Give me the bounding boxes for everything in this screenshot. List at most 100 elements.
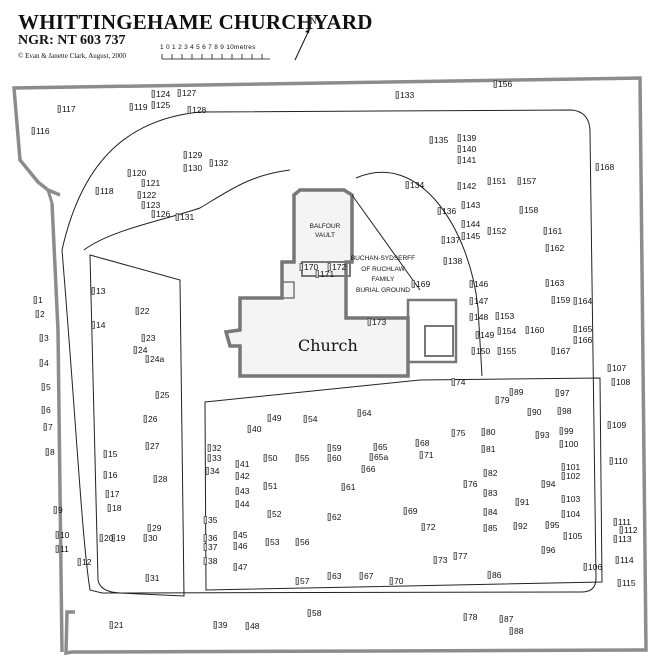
- gravestone-icon: [233, 531, 237, 539]
- gravestone-icon: [617, 579, 621, 587]
- gravestone-icon: [357, 409, 361, 417]
- plot-label-79: 79: [500, 395, 510, 405]
- gravestone-icon: [561, 472, 565, 480]
- plot-label-133: 133: [400, 90, 414, 100]
- gravestone-icon: [487, 177, 491, 185]
- gravestone-icon: [557, 407, 561, 415]
- plot-label-58: 58: [312, 608, 322, 618]
- gravestone-icon: [143, 534, 147, 542]
- gravestone-icon: [525, 326, 529, 334]
- gravestone-icon: [307, 609, 311, 617]
- plot-label-21: 21: [114, 620, 124, 630]
- gravestone-icon: [35, 310, 39, 318]
- gravestone-icon: [103, 450, 107, 458]
- gravestone-icon: [245, 622, 249, 630]
- plot-label-31: 31: [150, 573, 160, 583]
- gravestone-icon: [545, 521, 549, 529]
- gravestone-icon: [107, 504, 111, 512]
- plot-label-9: 9: [58, 505, 63, 515]
- plot-label-40: 40: [252, 424, 262, 434]
- grid-reference: NGR: NT 603 737: [18, 33, 126, 48]
- gravestone-icon: [235, 487, 239, 495]
- plot-label-163: 163: [550, 278, 564, 288]
- gravestone-icon: [177, 89, 181, 97]
- gravestone-icon: [187, 106, 191, 114]
- plot-label-66: 66: [366, 464, 376, 474]
- plot-label-68: 68: [420, 438, 430, 448]
- gravestone-icon: [543, 227, 547, 235]
- plot-label-151: 151: [492, 176, 506, 186]
- gravestone-icon: [457, 134, 461, 142]
- gravestone-icon: [91, 287, 95, 295]
- plot-label-86: 86: [492, 570, 502, 580]
- plot-label-23: 23: [146, 333, 156, 343]
- gravestone-icon: [327, 444, 331, 452]
- gravestone-icon: [535, 431, 539, 439]
- plot-label-60: 60: [332, 453, 342, 463]
- plot-label-161: 161: [548, 226, 562, 236]
- gravestone-icon: [205, 467, 209, 475]
- gravestone-icon: [611, 378, 615, 386]
- gravestone-icon: [607, 421, 611, 429]
- gravestone-icon: [203, 534, 207, 542]
- plot-label-92: 92: [518, 521, 528, 531]
- plot-label-12: 12: [82, 557, 92, 567]
- buchan-line-2: OF RUCHLAW: [361, 265, 405, 273]
- plot-label-69: 69: [408, 506, 418, 516]
- gravestone-icon: [145, 355, 149, 363]
- plot-label-32: 32: [212, 443, 222, 453]
- gravestone-icon: [471, 347, 475, 355]
- gravestone-icon: [135, 307, 139, 315]
- plot-label-3: 3: [44, 333, 49, 343]
- gravestone-icon: [327, 454, 331, 462]
- gravestone-icon: [213, 621, 217, 629]
- gravestone-icon: [551, 347, 555, 355]
- plot-label-116: 116: [36, 126, 50, 136]
- gravestone-icon: [403, 507, 407, 515]
- plot-label-97: 97: [560, 388, 570, 398]
- gravestone-icon: [33, 296, 37, 304]
- plot-label-106: 106: [588, 562, 602, 572]
- plot-label-26: 26: [148, 414, 158, 424]
- gravestone-icon: [545, 244, 549, 252]
- gravestone-icon: [497, 327, 501, 335]
- gravestone-icon: [233, 563, 237, 571]
- plot-label-139: 139: [462, 133, 476, 143]
- plot-label-51: 51: [268, 481, 278, 491]
- plot-label-20: 20: [104, 533, 114, 543]
- gravestone-icon: [111, 534, 115, 542]
- plot-label-170: 170: [304, 262, 318, 272]
- gravestone-icon: [45, 448, 49, 456]
- plot-label-122: 122: [142, 190, 156, 200]
- gravestone-icon: [483, 469, 487, 477]
- gravestone-icon: [327, 513, 331, 521]
- buchan-label: BUCHAN-SYDSERFF OF RUCHLAW FAMILY BURIAL…: [348, 254, 418, 296]
- gravestone-icon: [411, 280, 415, 288]
- plot-label-107: 107: [612, 363, 626, 373]
- gravestone-icon: [583, 563, 587, 571]
- plot-label-56: 56: [300, 537, 310, 547]
- gravestone-icon: [433, 556, 437, 564]
- plot-label-111: 111: [618, 517, 631, 527]
- plot-label-67: 67: [364, 571, 374, 581]
- plot-label-71: 71: [424, 450, 434, 460]
- gravestone-icon: [151, 101, 155, 109]
- gravestone-icon: [235, 460, 239, 468]
- gravestone-icon: [541, 480, 545, 488]
- gravestone-icon: [203, 543, 207, 551]
- gravestone-icon: [39, 359, 43, 367]
- plot-label-94: 94: [546, 479, 556, 489]
- north-label: N: [310, 16, 317, 26]
- plot-label-35: 35: [208, 515, 218, 525]
- plot-label-19: 19: [116, 533, 126, 543]
- plot-label-75: 75: [456, 428, 466, 438]
- plot-label-83: 83: [488, 488, 498, 498]
- plot-label-54: 54: [308, 414, 318, 424]
- plot-label-24a: 24a: [150, 354, 164, 364]
- gravestone-icon: [141, 334, 145, 342]
- gravestone-icon: [263, 454, 267, 462]
- gravestone-icon: [551, 296, 555, 304]
- plot-label-93: 93: [540, 430, 550, 440]
- gravestone-icon: [457, 156, 461, 164]
